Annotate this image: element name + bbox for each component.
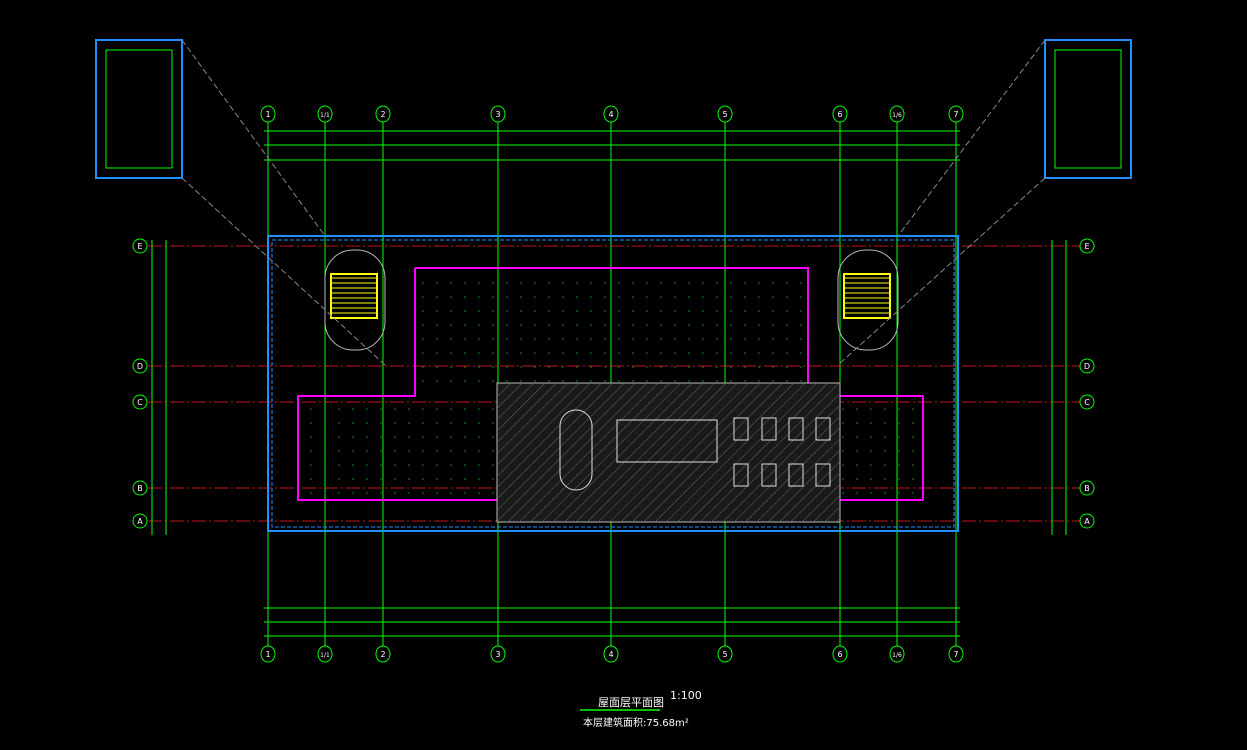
row-axis-label: B — [1084, 484, 1090, 493]
column-axis-label: 2 — [380, 650, 385, 659]
column-axis-bubble — [490, 105, 506, 123]
stair-core — [616, 419, 718, 463]
elevator — [559, 409, 593, 491]
parapet-outline — [297, 267, 924, 501]
column-axis-label: 6 — [837, 110, 842, 119]
stair-left — [324, 249, 386, 351]
roof-dot-fill-upper — [417, 270, 806, 394]
rooftop-units — [733, 417, 831, 487]
column-axis-bubble — [260, 105, 276, 123]
row-axis-bubble — [132, 238, 148, 254]
row-axis-bubble — [1079, 513, 1095, 529]
row-axis-label: E — [1084, 242, 1089, 251]
column-axis-bubble — [490, 645, 506, 663]
row-axis-bubble — [132, 358, 148, 374]
rooftop-unit — [788, 463, 804, 487]
column-axis-label: 5 — [722, 110, 727, 119]
row-axis-label: D — [137, 362, 143, 371]
rooftop-unit — [733, 463, 749, 487]
rooftop-unit — [815, 417, 831, 441]
column-axis-bubble — [317, 645, 333, 663]
row-axis-bubble — [1079, 480, 1095, 496]
row-axis-label: B — [137, 484, 143, 493]
column-axis-bubble — [889, 645, 905, 663]
row-axis-label: C — [137, 398, 143, 407]
column-axis-label: 1/6 — [892, 112, 902, 119]
column-axis-label: 1/1 — [320, 652, 330, 659]
column-axis-label: 3 — [495, 650, 500, 659]
row-axis-bubble — [132, 480, 148, 496]
building-outer-wall — [267, 235, 959, 532]
column-axis-label: 1/6 — [892, 652, 902, 659]
drawing-title: 屋面层平面图 — [598, 696, 664, 709]
column-axis-bubble — [260, 645, 276, 663]
column-axis-bubble — [603, 645, 619, 663]
column-axis-label: 4 — [608, 110, 613, 119]
column-axis-bubble — [375, 105, 391, 123]
row-axis-label: D — [1084, 362, 1090, 371]
column-axis-label: 6 — [837, 650, 842, 659]
row-axis-bubble — [1079, 238, 1095, 254]
column-axis-bubble — [948, 105, 964, 123]
rooftop-unit — [788, 417, 804, 441]
column-axis-label: 1 — [265, 650, 270, 659]
column-axis-bubble — [317, 105, 333, 123]
row-axis-label: E — [137, 242, 142, 251]
drawing-scale: 1:100 — [670, 689, 702, 702]
row-axis-bubble — [1079, 358, 1095, 374]
column-axis-bubble — [832, 645, 848, 663]
building-inner-wall — [271, 239, 955, 528]
dimension-lines — [151, 130, 1067, 637]
rooftop-unit — [761, 463, 777, 487]
row-axis-bubble — [132, 394, 148, 410]
column-axis-label: 4 — [608, 650, 613, 659]
column-axis-bubble — [375, 645, 391, 663]
column-axis-bubble — [832, 105, 848, 123]
stair-right — [837, 249, 899, 351]
rooftop-unit — [733, 417, 749, 441]
column-axis-bubble — [717, 105, 733, 123]
column-axis-bubble — [603, 105, 619, 123]
column-axis-label: 3 — [495, 110, 500, 119]
column-axis-bubble — [948, 645, 964, 663]
column-axis-label: 2 — [380, 110, 385, 119]
column-axis-label: 1 — [265, 110, 270, 119]
row-axis-label: A — [137, 517, 143, 526]
row-axis-bubble — [1079, 394, 1095, 410]
rooftop-unit — [815, 463, 831, 487]
column-axis-label: 7 — [953, 650, 958, 659]
row-axis-label: C — [1084, 398, 1090, 407]
detail-inset-right — [837, 39, 1132, 366]
row-axis-label: A — [1084, 517, 1090, 526]
area-note: 本层建筑面积:75.68m² — [583, 718, 689, 729]
rooftop-unit — [761, 417, 777, 441]
core-hatch — [497, 383, 840, 522]
row-axis-bubble — [132, 513, 148, 529]
column-axis-label: 7 — [953, 110, 958, 119]
column-axis-label: 1/1 — [320, 112, 330, 119]
column-axis-bubble — [889, 105, 905, 123]
detail-inset-left — [95, 39, 386, 366]
column-axis-bubble — [717, 645, 733, 663]
column-axis-label: 5 — [722, 650, 727, 659]
